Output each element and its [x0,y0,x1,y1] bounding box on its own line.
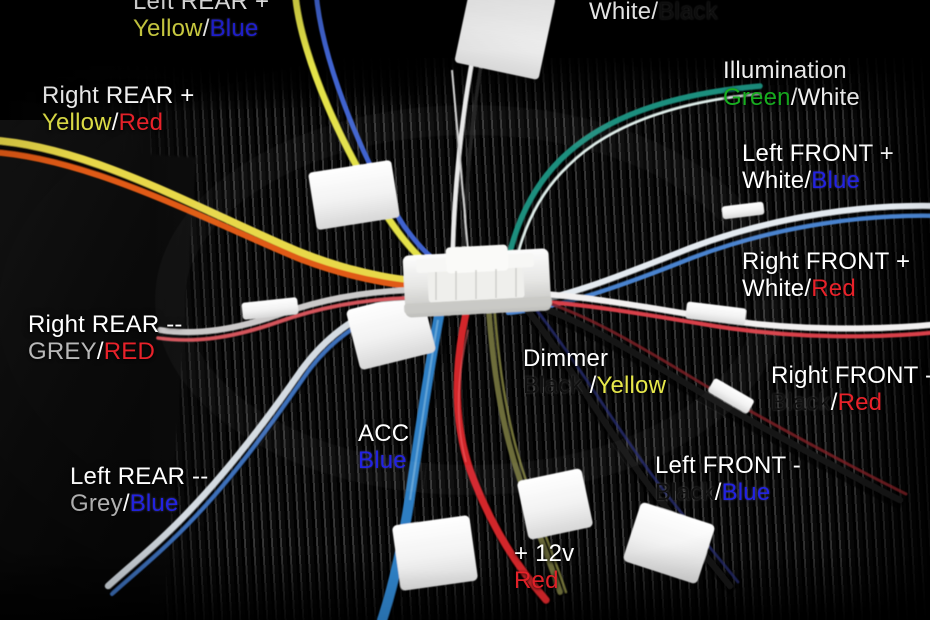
wiring-harness-photo: Left REAR + Yellow/Blue Right REAR + Yel… [0,0,930,620]
photo-vignette [0,0,930,620]
